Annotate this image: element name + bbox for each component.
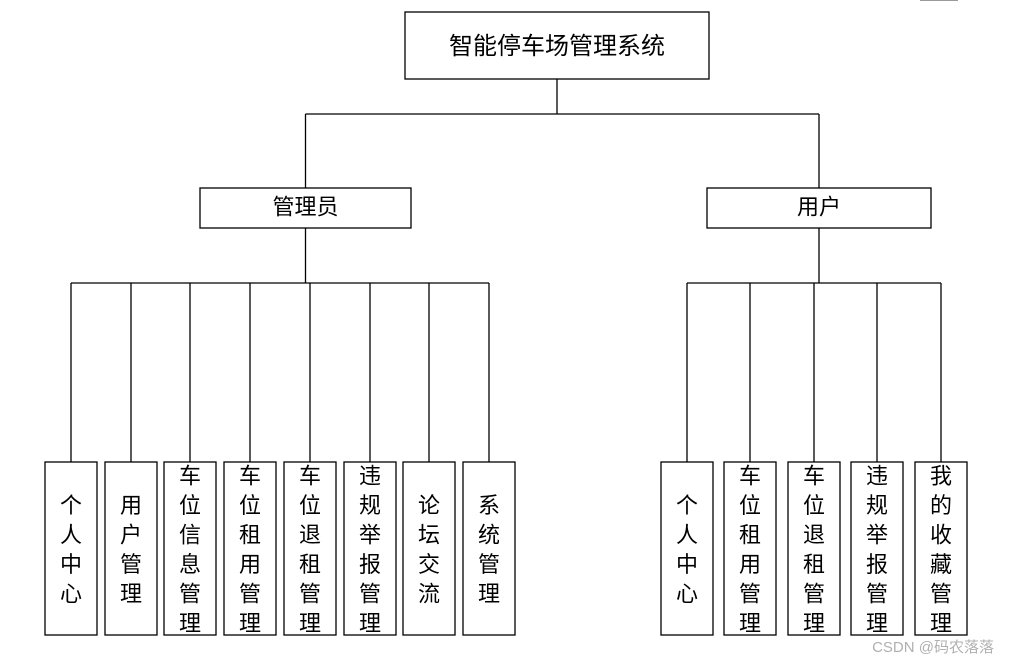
module-label: 车位退租管理: [803, 465, 825, 638]
module-box: [343, 461, 397, 636]
role-label-user: 用户: [797, 196, 841, 221]
module-label: 违规举报管理: [866, 465, 888, 638]
module-node-admin-6: 论坛交流: [402, 461, 456, 636]
module-node-user-1: 车位租用管理: [723, 461, 777, 638]
module-node-user-0: 个人中心: [660, 461, 714, 636]
role-label-admin: 管理员: [272, 196, 338, 221]
module-node-admin-4: 车位退租管理: [283, 461, 337, 638]
role-box-user: [706, 187, 932, 229]
module-label: 我的收藏管理: [930, 465, 952, 638]
module-label: 个人中心: [60, 494, 82, 608]
module-label: 车位退租管理: [299, 465, 321, 638]
module-box: [223, 461, 277, 636]
module-box: [44, 461, 98, 636]
corner-mark: [920, 0, 958, 1]
module-node-user-2: 车位退租管理: [787, 461, 841, 638]
module-label: 车位信息管理: [179, 465, 201, 638]
module-node-admin-1: 用户管理: [104, 461, 158, 636]
module-box: [914, 461, 968, 636]
module-box: [660, 461, 714, 636]
connectors: [70, 79, 942, 462]
module-node-admin-2: 车位信息管理: [163, 461, 217, 638]
module-box: [283, 461, 337, 636]
module-node-user-3: 违规举报管理: [850, 461, 904, 638]
root-node: 智能停车场管理系统: [404, 11, 710, 80]
module-box: [723, 461, 777, 636]
role-node-user: 用户: [706, 187, 932, 229]
root-label: 智能停车场管理系统: [449, 32, 665, 60]
module-node-user-4: 我的收藏管理: [914, 461, 968, 638]
module-label: 车位租用管理: [739, 465, 761, 638]
module-box: [402, 461, 456, 636]
module-node-admin-7: 系统管理: [462, 461, 516, 636]
module-node-admin-3: 车位租用管理: [223, 461, 277, 638]
role-node-admin: 管理员: [199, 187, 412, 229]
module-label: 系统管理: [478, 494, 500, 608]
module-box: [163, 461, 217, 636]
watermark: CSDN @码农落落: [872, 639, 994, 656]
module-label: 违规举报管理: [359, 465, 381, 638]
module-label: 论坛交流: [418, 494, 440, 608]
role-box-admin: [199, 187, 412, 229]
module-label: 个人中心: [676, 494, 698, 608]
root-box: [404, 11, 710, 80]
module-box: [462, 461, 516, 636]
module-box: [104, 461, 158, 636]
module-node-admin-0: 个人中心: [44, 461, 98, 636]
module-nodes: 个人中心 用户管理 车位信息管理 车位租用管理 车位退租管理 违规举报管理 论坛交流 系统管理…: [44, 461, 968, 638]
module-box: [787, 461, 841, 636]
module-node-admin-5: 违规举报管理: [343, 461, 397, 638]
module-label: 车位租用管理: [239, 465, 261, 638]
module-box: [850, 461, 904, 636]
module-label: 用户管理: [120, 494, 142, 608]
